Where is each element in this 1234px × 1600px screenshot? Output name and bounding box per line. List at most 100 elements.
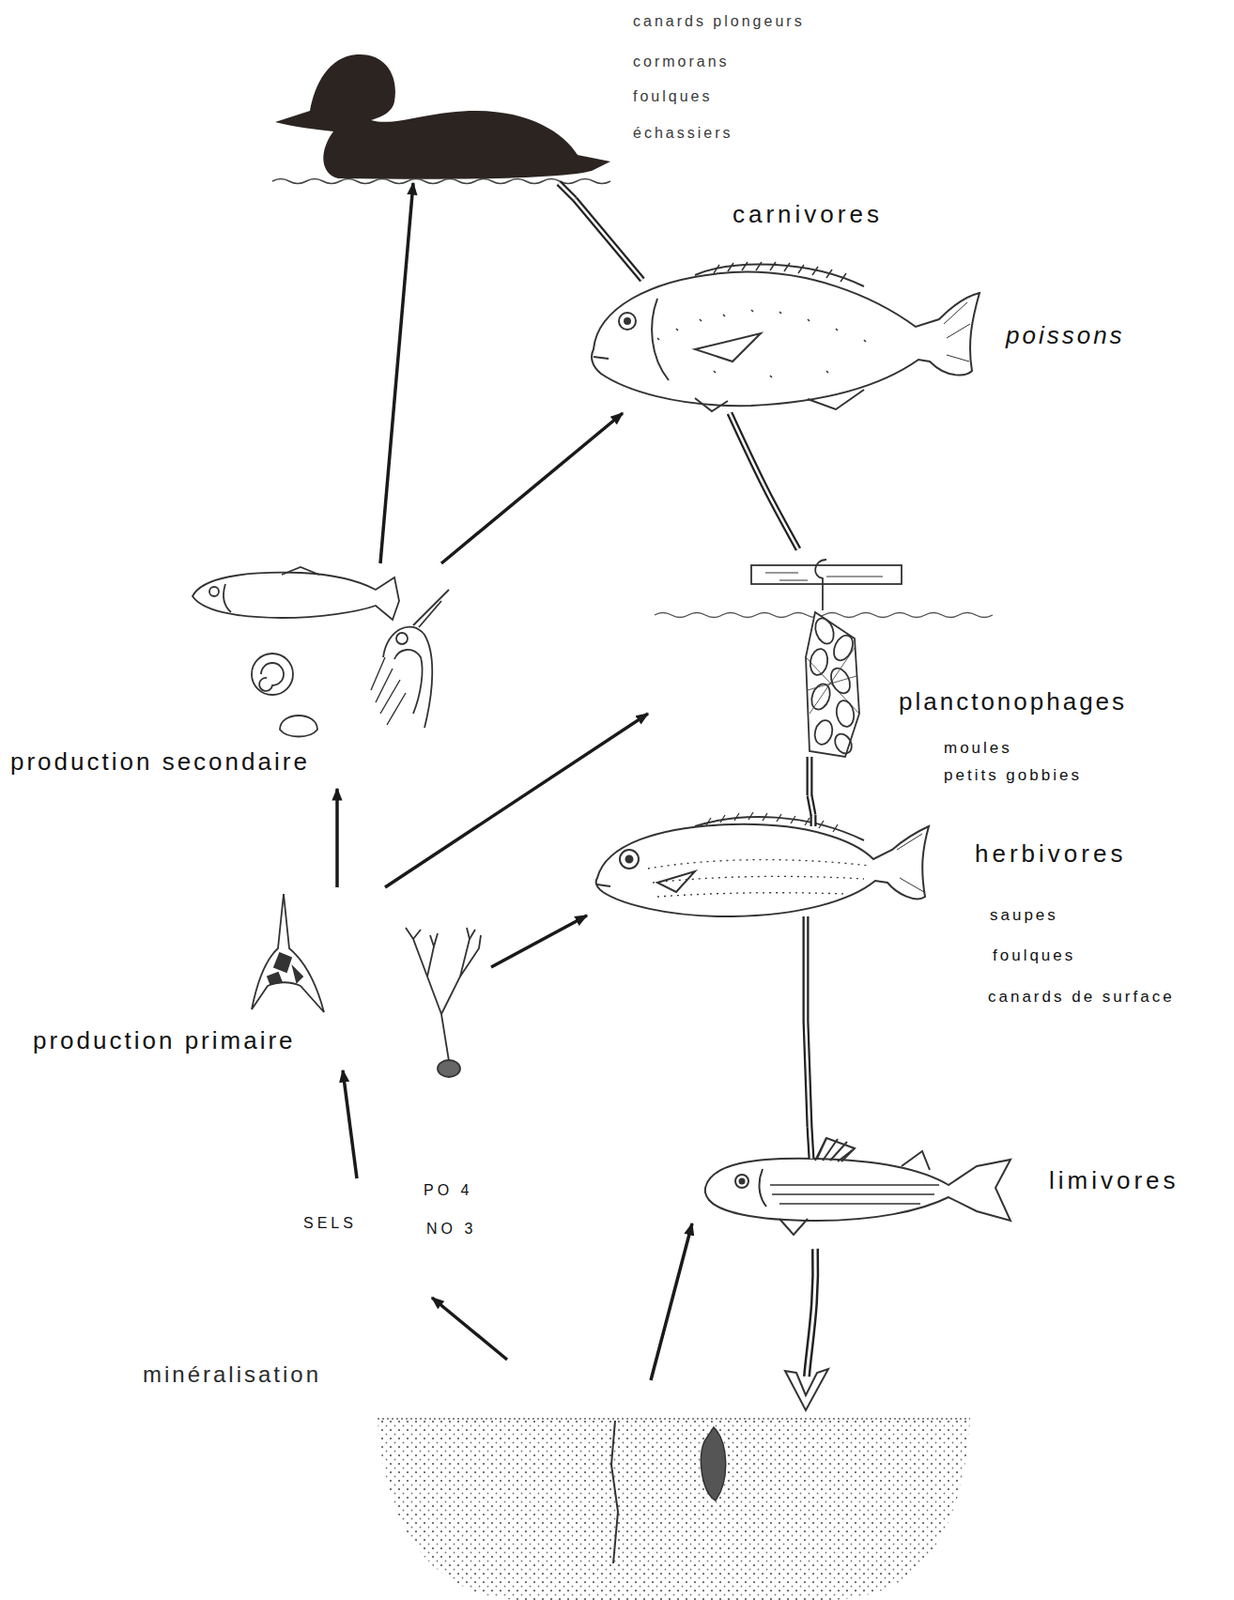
group-label: herbivores (974, 840, 1127, 869)
saupe-drawing (626, 856, 633, 864)
sediment-bed (377, 1418, 971, 1420)
saupe-drawing (896, 833, 925, 893)
group-item: PO 4 (423, 1182, 473, 1200)
mussel-rope-drawing (834, 699, 857, 729)
flow-arrow-line (491, 915, 587, 968)
group-item: saupes (989, 906, 1059, 926)
mussel-rope-drawing (830, 632, 857, 664)
mussel-rope-drawing (765, 572, 883, 581)
detritus-flow (785, 1249, 829, 1411)
flow-band-extension (809, 1126, 812, 1159)
group-label: planctonophages (898, 688, 1127, 717)
saupe-drawing (657, 871, 695, 893)
flow-band-extension (810, 815, 818, 827)
small-animals-drawing (281, 567, 320, 575)
flow-band-extension (812, 815, 816, 827)
mullet-drawing (779, 1218, 808, 1235)
detritus-flow (806, 1249, 816, 1377)
small-animals-drawing (413, 589, 449, 628)
group-label: canards plongeurs (632, 13, 805, 31)
herbivore-group: herbivoressaupesfoulquescanards de surfa… (586, 815, 1231, 1022)
group-label: SELS (303, 1215, 357, 1233)
sea-bream-drawing (624, 318, 631, 324)
mussel-rope-drawing (751, 565, 902, 585)
sediment-bed (611, 1420, 618, 1564)
saupe-drawing (597, 884, 611, 887)
mullet-drawing (759, 1169, 767, 1207)
mullet-drawing (815, 1138, 855, 1162)
saupe-drawing (647, 860, 869, 897)
sea-bream-drawing (943, 302, 971, 362)
mullet-drawing (901, 1151, 930, 1171)
small-animals-drawing (370, 657, 406, 725)
secondary-production-group: production secondaire (4, 563, 456, 789)
small-animals-drawing (259, 663, 284, 692)
small-animals-drawing (209, 586, 219, 597)
algae-drawing (460, 935, 481, 977)
mullet-drawing (817, 1138, 855, 1162)
primary-production-group: production primaire (26, 887, 492, 1071)
flow-band-extension (806, 756, 814, 796)
sea-bream-drawing (657, 309, 866, 378)
algae-drawing (437, 1060, 461, 1078)
flow-band-extension (574, 199, 643, 280)
flow-band-inner (809, 795, 814, 816)
mullet-drawing (740, 1179, 745, 1185)
flow-arrow (431, 1223, 693, 1381)
small-animals-drawing (383, 627, 432, 728)
phytoplankton-drawing (293, 967, 303, 983)
flow-arrow (342, 1070, 357, 1179)
flow-arrow (491, 915, 587, 968)
flow-band-extension (574, 199, 814, 1159)
sediment-bed (700, 1427, 725, 1501)
group-item: cormorans (632, 53, 730, 71)
flow-band-extension (802, 916, 810, 1022)
sea-bream-drawing (694, 398, 728, 412)
mussel-rope-drawing (812, 616, 837, 647)
phytoplankton-drawing (251, 894, 324, 1013)
sea-bream-drawing (694, 333, 761, 362)
group-label: production primaire (32, 1027, 296, 1056)
flow-band (805, 1021, 810, 1127)
phytoplankton-drawing (267, 972, 282, 985)
algae-drawing (405, 927, 449, 1062)
flow-arrow (337, 788, 339, 888)
saupe-drawing (619, 849, 639, 869)
flow-arrow-line (342, 1070, 357, 1179)
saupe-drawing (596, 812, 929, 917)
sea-bream-drawing (591, 262, 980, 412)
flow-band-outline (809, 795, 814, 816)
sediment-bed (377, 1419, 971, 1600)
mussel-rope-drawing (654, 613, 993, 618)
detritus-flow (806, 1249, 816, 1377)
algae-drawing (405, 927, 481, 1078)
mussel-rope-drawing (815, 559, 827, 611)
group-label: production secondaire (10, 748, 310, 777)
phytoplankton-drawing (251, 894, 324, 1013)
flow-band (558, 183, 575, 200)
mussel-rope-drawing (805, 612, 860, 757)
flow-band-extension (574, 199, 643, 280)
mullet-drawing (705, 1138, 1011, 1235)
sediment-bed (377, 1419, 971, 1600)
group-label: limivores (1048, 1167, 1180, 1196)
duck-silhouette (275, 54, 611, 180)
flow-band-outline (805, 1021, 810, 1127)
sea-bream-drawing (713, 262, 847, 282)
group-item: échassiers (632, 124, 733, 142)
mussel-rope-drawing (805, 647, 860, 714)
group-item: moules (943, 739, 1013, 758)
top-predator-group: canards plongeurscormoransfoulqueséchass… (272, 9, 836, 184)
mullet-drawing (705, 1158, 1011, 1221)
group-item: poissons (1005, 322, 1126, 351)
group-item: NO 3 (426, 1220, 477, 1238)
flow-band-outline (558, 183, 575, 200)
flow-band-extension (808, 756, 812, 796)
flow-band (729, 413, 799, 550)
algae-drawing (413, 929, 476, 947)
flow-arrow (431, 1297, 508, 1360)
flow-arrow-line (380, 183, 414, 564)
mullet-drawing (735, 1174, 749, 1188)
